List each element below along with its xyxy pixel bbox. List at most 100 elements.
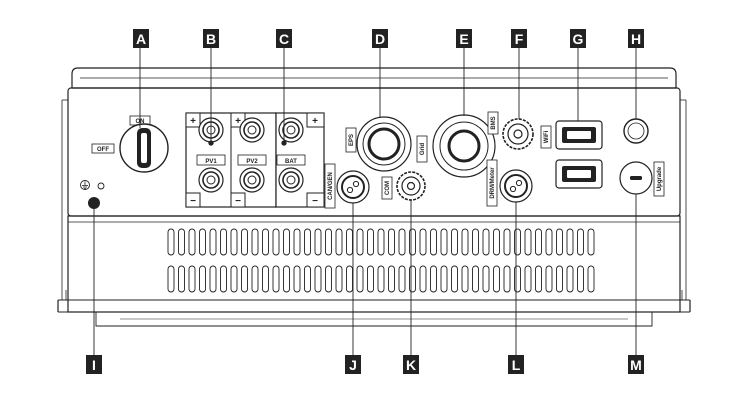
heat-sink-slot <box>304 228 311 256</box>
heat-sink-fins <box>167 228 595 293</box>
pv2-plus-sign: + <box>235 116 241 127</box>
heat-sink-slot <box>178 228 185 256</box>
heat-sink-slot <box>220 228 227 256</box>
bat-label: BAT <box>285 159 297 165</box>
heat-sink-slot <box>167 228 175 256</box>
heat-sink-slot <box>178 265 185 293</box>
bms-port[interactable]: BMS <box>487 111 534 150</box>
heat-sink-slot <box>419 265 427 293</box>
callout-g: G <box>570 29 586 48</box>
heat-sink-slot <box>566 265 574 293</box>
callout-b: B <box>203 29 219 48</box>
eps-port[interactable]: EPS <box>345 116 412 172</box>
heat-sink-slot <box>251 265 259 293</box>
com-port[interactable]: COM <box>381 171 426 201</box>
mc4-connector[interactable] <box>239 117 265 143</box>
switch-off-label: OFF <box>97 147 109 153</box>
callout-m: M <box>628 355 644 374</box>
svg-text:D: D <box>375 31 385 47</box>
callout-l: L <box>508 355 524 374</box>
bat-minus-sign: − <box>312 196 318 207</box>
heat-sink-slot <box>377 265 385 293</box>
heat-sink-slot <box>472 265 479 293</box>
heat-sink-slot <box>304 265 311 293</box>
heat-sink-slot <box>545 265 553 293</box>
heat-sink-slot <box>440 228 448 256</box>
heat-sink-slot <box>314 228 322 256</box>
heat-sink-slot <box>209 228 217 256</box>
heat-sink-slot <box>503 265 511 293</box>
heat-sink-slot <box>199 228 206 256</box>
heat-sink-slot <box>430 265 437 293</box>
heat-sink-slot <box>325 228 332 256</box>
svg-text:J: J <box>349 357 357 373</box>
heat-sink-slot <box>283 265 290 293</box>
heat-sink-slot <box>188 228 196 256</box>
heat-sink-slot <box>524 228 532 256</box>
heat-sink-slot <box>524 265 532 293</box>
can-gen-port[interactable]: CAN/GEN <box>324 163 370 209</box>
drm-meter-label: DRM/Meter <box>490 167 496 199</box>
mc4-connector[interactable] <box>239 167 265 193</box>
heat-sink-slot <box>262 265 269 293</box>
svg-text:K: K <box>406 357 416 373</box>
pv1-label: PV1 <box>205 159 217 165</box>
wifi-label: WiFi <box>544 130 550 143</box>
heat-sink-slot <box>451 228 458 256</box>
pv1-minus-sign: − <box>190 196 196 207</box>
heat-sink-slot <box>472 228 479 256</box>
upgrade-port[interactable]: Upgrade <box>619 161 665 197</box>
leader-lines <box>93 48 637 355</box>
callout-d: D <box>372 29 388 48</box>
mc4-connector[interactable] <box>278 117 304 143</box>
heat-sink-slot <box>409 265 416 293</box>
heat-sink-slot <box>167 265 175 293</box>
heat-sink-slot <box>293 265 301 293</box>
heat-sink-slot <box>577 228 584 256</box>
heat-sink-slot <box>535 265 542 293</box>
heat-sink-slot <box>367 228 374 256</box>
heat-sink-slot <box>251 228 259 256</box>
heat-sink-slot <box>398 228 406 256</box>
vent-valve <box>623 118 649 144</box>
svg-text:G: G <box>573 31 584 47</box>
mc4-connector[interactable] <box>198 167 224 193</box>
callout-e: E <box>456 29 472 48</box>
drm-meter-port[interactable]: DRM/Meter <box>486 159 533 207</box>
svg-text:A: A <box>136 31 146 47</box>
dc-switch[interactable]: ON OFF <box>91 115 169 173</box>
heat-sink-slot <box>230 265 238 293</box>
bat-plus-sign: + <box>312 116 318 127</box>
wifi-port[interactable]: WiFi <box>540 120 603 189</box>
heat-sink-slot <box>262 228 269 256</box>
heat-sink-slot <box>356 265 364 293</box>
callout-k: K <box>403 355 419 374</box>
svg-text:B: B <box>206 31 216 47</box>
heat-sink-slot <box>566 228 574 256</box>
mc4-connector[interactable] <box>278 167 304 193</box>
heat-sink-slot <box>514 228 521 256</box>
heat-sink-slot <box>493 228 500 256</box>
dc-connectors[interactable] <box>198 117 304 193</box>
ground-point <box>80 180 105 209</box>
grid-port[interactable]: Grid <box>416 114 496 178</box>
heat-sink-slot <box>335 265 343 293</box>
heat-sink-slot <box>356 228 364 256</box>
svg-text:M: M <box>630 357 642 373</box>
heat-sink-slot <box>398 265 406 293</box>
pv1-plus-sign: + <box>190 116 196 127</box>
heat-sink-slot <box>388 228 395 256</box>
heat-sink-slot <box>209 265 217 293</box>
svg-text:H: H <box>631 31 641 47</box>
svg-text:F: F <box>515 31 524 47</box>
callout-a: A <box>133 29 149 48</box>
callout-h: H <box>628 29 644 48</box>
heat-sink-slot <box>230 228 238 256</box>
heat-sink-slot <box>556 228 563 256</box>
svg-text:E: E <box>459 31 468 47</box>
heat-sink-slot <box>346 228 353 256</box>
heat-sink-slot <box>482 265 490 293</box>
heat-sink-slot <box>272 265 280 293</box>
